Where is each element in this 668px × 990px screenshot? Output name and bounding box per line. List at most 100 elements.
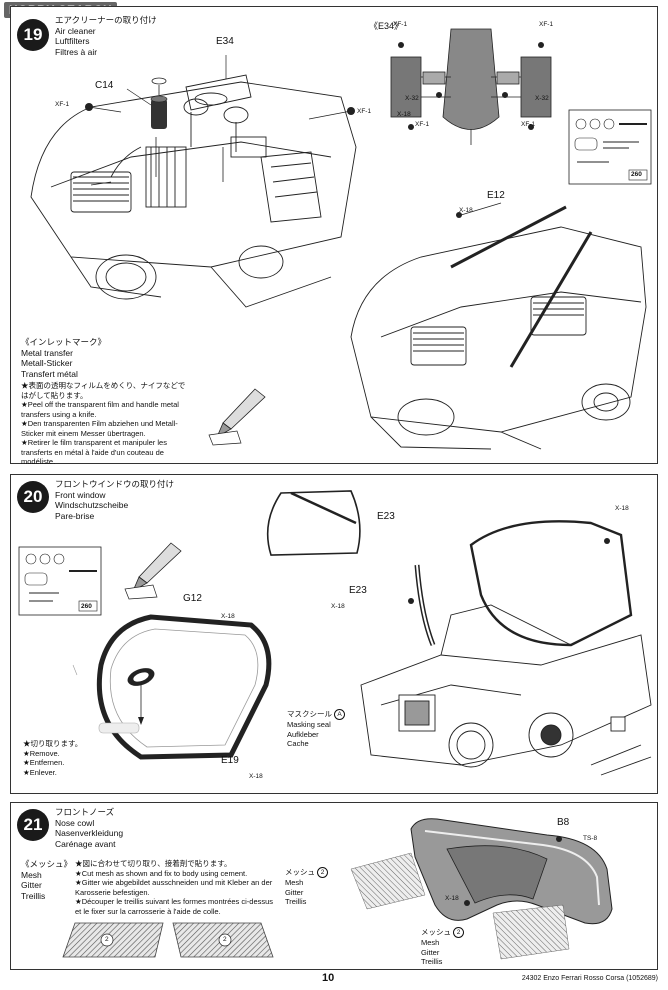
screw-x18-label: X-18 (397, 111, 411, 118)
transfer-heading: 《インレットマーク》 Metal transfer Metall-Sticker… (21, 337, 106, 379)
rear-car-illustration (350, 202, 647, 450)
callout-jp: メッシュ (421, 927, 451, 937)
step-number: 21 (17, 809, 49, 841)
mesh-en: Mesh (421, 938, 440, 947)
part-e23-label: E23 (349, 585, 367, 596)
mesh-fr: Treillis (21, 890, 46, 901)
remove-de: ★Entfernen. (23, 758, 65, 767)
part-e34-label: E34 (216, 36, 234, 47)
front-car-illustration (360, 520, 652, 776)
mesh-en: Mesh (285, 878, 304, 887)
title-jp: フロントウインドウの取り付け (55, 479, 175, 489)
step-number: 20 (17, 481, 49, 513)
mesh-jp: 《メッシュ》 (21, 859, 73, 869)
e34-detail-label: 《E34》 (369, 21, 404, 31)
screw-x18-label: X-18 (615, 505, 629, 512)
mesh-instructions: ★図に合わせて切り取り、接着剤で貼ります。 ★Cut mesh as shown… (75, 859, 275, 916)
mesh-en: Mesh (21, 869, 42, 880)
transfer-en: Metal transfer (21, 347, 73, 358)
title-en: Nose cowl (55, 817, 95, 828)
knife-icon (124, 542, 182, 600)
mask-fr: Cache (287, 739, 309, 748)
title-de: Windschutzscheibe (55, 500, 129, 510)
part-e23-label: E23 (377, 511, 395, 522)
instr-jp: ★図に合わせて切り取り、接着剤で貼ります。 (75, 859, 232, 868)
knife-icon (208, 388, 266, 446)
screw-x18-label: X-18 (331, 603, 345, 610)
instr-de: ★Den transparenten Film abziehen und Met… (21, 419, 178, 438)
mesh-template-right (172, 922, 274, 958)
part-e12-label: E12 (487, 190, 505, 201)
transfer-fr: Transfert métal (21, 368, 78, 379)
title-en: Air cleaner (55, 25, 96, 36)
screw-x32-label: X-32 (405, 95, 419, 102)
mesh-number: 2 (453, 927, 465, 938)
title-fr: Filtres à air (55, 46, 98, 57)
decal-sheet (18, 546, 102, 616)
part-b8-label: B8 (557, 817, 570, 828)
window-wiper-detail (266, 490, 361, 556)
instr-jp: ★表面の透明なフィルムをめくり、ナイフなどではがして貼ります。 (21, 381, 186, 400)
step-title: エアクリーナーの取り付け Air cleaner Luftfilters Fil… (55, 15, 157, 57)
remove-fr: ★Enlever. (23, 767, 57, 777)
step-title: フロントウインドウの取り付け Front window Windschutzsc… (55, 479, 174, 521)
instr-de: ★Gitter wie abgebildet ausschneiden und … (75, 878, 273, 897)
title-de: Nasenverkleidung (55, 828, 124, 838)
mesh-heading: 《メッシュ》 Mesh Gitter Treillis (21, 859, 72, 901)
title-fr: Carénage avant (55, 838, 116, 849)
mesh-fr: Treillis (421, 957, 443, 966)
step-number: 19 (17, 19, 49, 51)
screw-x32-label: X-32 (535, 95, 549, 102)
screw-xf1-label: XF-1 (55, 101, 70, 108)
screw-xf1-label: XF-1 (521, 121, 536, 128)
part-g12-label: G12 (183, 593, 202, 604)
decal-number: 260 (81, 603, 92, 610)
part-e19-label: E19 (221, 755, 239, 766)
transfer-instructions: ★表面の透明なフィルムをめくり、ナイフなどではがして貼ります。 ★Peel of… (21, 381, 191, 467)
mesh-de: Gitter (21, 880, 42, 890)
title-jp: フロントノーズ (55, 807, 115, 817)
instr-en: ★Cut mesh as shown and fix to body using… (75, 868, 248, 878)
decal-sheet (568, 109, 652, 185)
step-21-panel: 21 フロントノーズ Nose cowl Nasenverkleidung Ca… (10, 802, 658, 970)
step-19-panel: 19 エアクリーナーの取り付け Air cleaner Luftfilters … (10, 6, 658, 467)
mesh-number: 2 (317, 867, 329, 878)
remove-jp: ★切り取ります。 (23, 739, 83, 748)
engine-bay-illustration (30, 55, 357, 308)
air-cleaner-detail (390, 28, 552, 145)
callout-jp: メッシュ (285, 867, 315, 877)
part-c14-label: C14 (95, 80, 114, 91)
mesh-number: 2 (223, 936, 227, 943)
masking-seal-note: マスクシール A Masking seal Aufkleber Cache (287, 709, 346, 749)
mask-letter: A (334, 709, 346, 720)
mask-en: Masking seal (287, 720, 331, 729)
page-number: 10 (322, 972, 335, 984)
screw-x18-label: X-18 (249, 773, 263, 780)
nose-cowl-illustration (350, 818, 613, 960)
screw-x18-label: X-18 (445, 895, 459, 902)
windshield-illustration (72, 614, 272, 760)
mesh-de: Gitter (421, 947, 440, 957)
screw-xf1-label: XF-1 (539, 21, 554, 28)
transfer-de: Metall-Sticker (21, 358, 73, 368)
screw-x18-label: X-18 (221, 613, 235, 620)
mask-jp: マスクシール (287, 709, 332, 719)
instr-en: ★Peel off the transparent film and handl… (21, 400, 179, 419)
step-title: フロントノーズ Nose cowl Nasenverkleidung Carén… (55, 807, 123, 849)
step-20-panel: 20 フロントウインドウの取り付け Front window Windschut… (10, 474, 658, 794)
mesh-template-left (62, 922, 164, 958)
screw-ts8-label: TS-8 (583, 835, 598, 842)
title-fr: Pare-brise (55, 510, 95, 521)
footer-code: 24302 Enzo Ferrari Rosso Corsa (1052689) (521, 975, 658, 982)
remove-en: ★Remove. (23, 748, 60, 758)
transfer-jp: 《インレットマーク》 (21, 337, 107, 347)
mesh-callout-lower: メッシュ 2 Mesh Gitter Treillis (421, 927, 465, 967)
instr-fr: ★Découper le treillis suivant les formes… (75, 897, 274, 916)
screw-xf1-label: XF-1 (357, 108, 372, 115)
screw-xf1-label: XF-1 (415, 121, 430, 128)
mesh-callout-upper: メッシュ 2 Mesh Gitter Treillis (285, 867, 329, 907)
mesh-fr: Treillis (285, 897, 307, 906)
title-de: Luftfilters (55, 36, 90, 46)
title-en: Front window (55, 489, 106, 500)
screw-xf1-label: XF-1 (393, 21, 408, 28)
